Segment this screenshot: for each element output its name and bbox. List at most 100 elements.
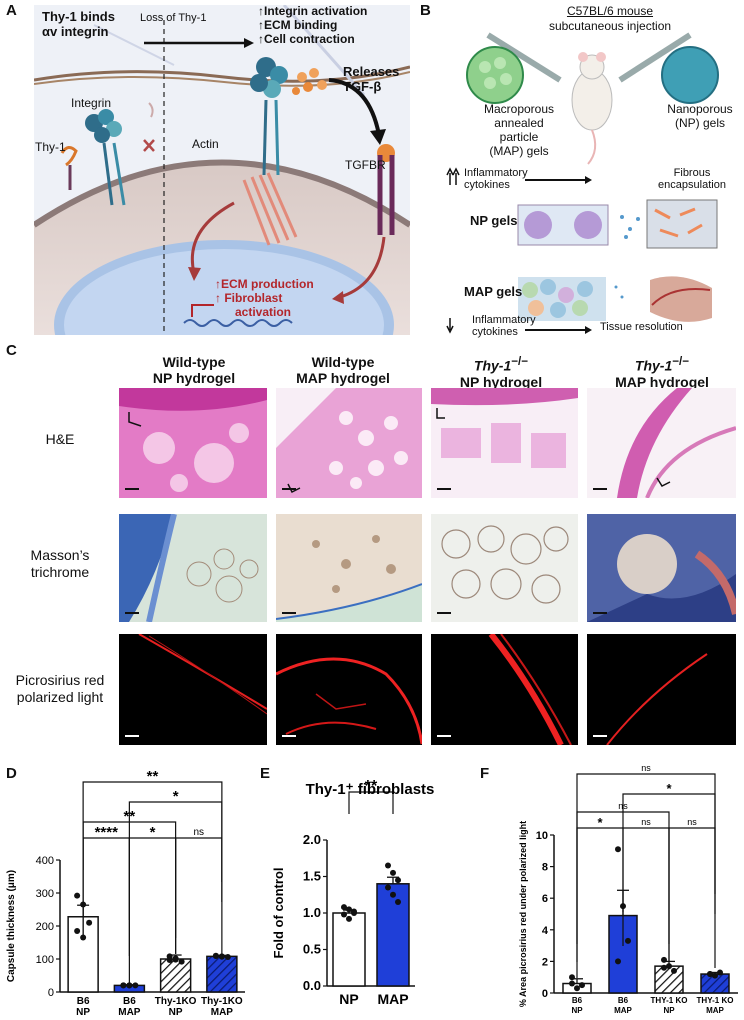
data-point [120, 982, 127, 989]
x-tick-label: B6 [123, 996, 136, 1007]
row-label-picrosirius: Picrosirius red polarized light [0, 672, 120, 706]
panel-label-b: B [420, 2, 431, 19]
micrograph-he-ko-np [431, 388, 578, 498]
y-tick-label: 1.5 [303, 869, 321, 884]
np-gels-description: Nanoporous (NP) gels [660, 102, 740, 130]
inflam-up-2: cytokines [464, 179, 510, 191]
integrin-glyph [85, 109, 126, 206]
effect-integrin-activation: ↑Integrin activation [258, 4, 368, 18]
col-wt-np-line2: NP hydrogel [152, 370, 236, 386]
micrograph-masson-wt-map [276, 514, 422, 622]
col-wt-map-line1: Wild-type [311, 354, 375, 370]
col-header-ko-np: Thy-1−/− NP hydrogel [427, 354, 575, 390]
micrograph-masson-ko-map [587, 514, 736, 622]
map-gels-label: MAP gels [464, 284, 523, 299]
y-tick-label: 2.0 [303, 832, 321, 847]
map-line-2: annealed [494, 116, 544, 130]
micrograph-masson-wt-np [119, 514, 267, 622]
significance-label: ns [641, 817, 651, 827]
picro-line2: polarized light [16, 689, 104, 705]
data-point [74, 892, 81, 899]
signaling-diagram [34, 5, 410, 335]
integrin-label: Integrin [71, 96, 112, 110]
data-point [661, 956, 667, 963]
x-tick-label: NP [339, 991, 358, 1007]
micrograph-picro-ko-map [587, 634, 736, 745]
y-tick-label: 100 [36, 954, 54, 966]
col-ko-map-gene: Thy-1 [634, 357, 673, 374]
data-point [212, 953, 219, 960]
y-tick-label: 0.5 [303, 942, 321, 957]
col-header-ko-map: Thy-1−/− MAP hydrogel [584, 354, 740, 390]
data-point [574, 985, 580, 992]
panel-label-a: A [6, 2, 17, 19]
x-tick-label: NP [663, 1006, 675, 1015]
data-point [579, 982, 585, 989]
np-line-2: (NP) gels [674, 116, 725, 130]
significance-bracket [576, 827, 623, 978]
tissue-resolution-label: Tissue resolution [600, 321, 683, 333]
map-line-4: (MAP) gels [489, 144, 549, 158]
thy1-binds-label: Thy-1 binds [42, 9, 115, 24]
x-tick-label: Thy-1KO [155, 996, 197, 1007]
significance-bracket [175, 837, 223, 956]
data-point [224, 954, 231, 961]
row-label-masson: Masson’s trichrome [5, 547, 115, 581]
x-tick-label: THY-1 KO [697, 996, 734, 1005]
y-tick-label: 10 [536, 830, 548, 842]
y-tick-label: 0.0 [303, 978, 321, 993]
y-tick-label: 8 [542, 862, 548, 874]
tgfbr-label: TGFBR [345, 158, 386, 172]
data-point [385, 862, 391, 869]
col-ko-np-line2: NP hydrogel [459, 373, 543, 390]
significance-label: ** [365, 778, 378, 795]
av-integrin-label: αv integrin [42, 24, 109, 39]
y-tick-label: 200 [36, 921, 54, 933]
data-point [625, 937, 631, 944]
significance-label: * [597, 815, 603, 830]
y-tick-label: 2 [542, 956, 548, 968]
data-point [569, 974, 575, 981]
y-tick-label: 1.0 [303, 905, 321, 920]
effect-cell-contraction: ↑Cell contraction [258, 32, 355, 46]
y-tick-label: 6 [542, 893, 548, 905]
picro-line1: Picrosirius red [15, 672, 105, 688]
micrograph-he-ko-map [587, 388, 736, 498]
col-ko-np-gene: Thy-1 [473, 357, 512, 374]
data-point [341, 911, 347, 918]
y-tick-label: 4 [542, 925, 549, 937]
col-header-wt-np: Wild-type NP hydrogel [120, 354, 268, 386]
significance-label: ns [641, 763, 651, 773]
activation-label: activation [235, 305, 292, 319]
inflam-down-1: Inflammatory [472, 314, 536, 326]
x-tick-label: Thy-1KO [201, 996, 243, 1007]
significance-label: * [666, 781, 672, 796]
panel-b-illustration [440, 5, 740, 335]
y-axis-label: Capsule thickness (μm) [6, 870, 17, 982]
significance-bracket [348, 791, 394, 814]
data-point [385, 884, 391, 891]
map-line-3: particle [499, 130, 539, 144]
chart-title: Thy-1⁺ fibroblasts [306, 781, 435, 798]
micrograph-picro-wt-map [276, 634, 422, 745]
significance-label: **** [95, 824, 119, 841]
data-point [346, 915, 352, 922]
panel-label-e: E [260, 765, 271, 782]
data-point [132, 982, 139, 989]
data-point [395, 899, 401, 906]
inflam-down-2: cytokines [472, 326, 518, 338]
bar [206, 955, 238, 993]
micrograph-picro-ko-np [431, 634, 578, 745]
col-ko-map-sup: −/− [672, 355, 690, 368]
bar [332, 912, 366, 987]
data-point [666, 963, 672, 970]
bar [159, 958, 192, 993]
data-point [218, 953, 225, 960]
masson-line2: trichrome [30, 564, 90, 580]
data-point [172, 955, 179, 962]
col-ko-map-line2: MAP hydrogel [615, 373, 709, 390]
releases-label: Releases [343, 64, 400, 79]
data-point [86, 919, 93, 926]
